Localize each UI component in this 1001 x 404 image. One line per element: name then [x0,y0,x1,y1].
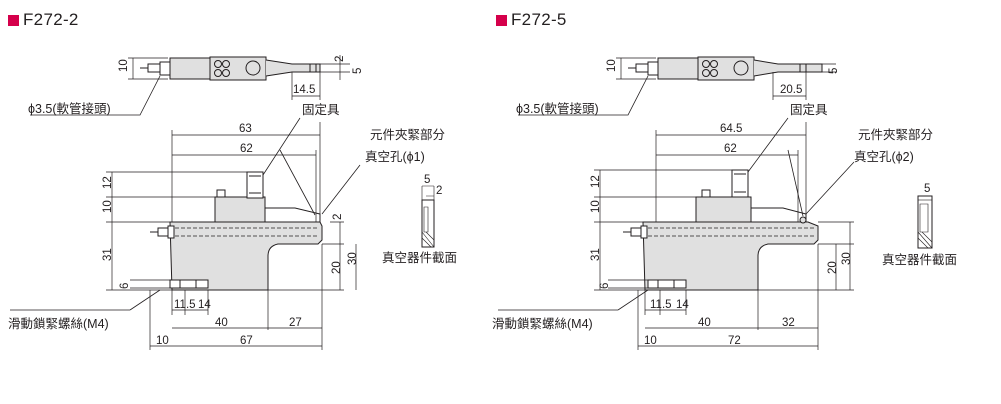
label-tube-connector: ϕ3.5(軟管接頭) [28,101,111,116]
dim-total: 72 [728,335,741,347]
dim-section-2: 2 [436,185,442,197]
dim-section-5: 5 [424,174,430,186]
label-vacuum-hole: 真空孔(ϕ2) [854,150,914,164]
dim-6: 6 [599,283,611,289]
dim-top-a: 2 [334,56,346,62]
dim-section-5: 5 [924,183,930,195]
dim-20: 20 [331,261,343,274]
label-fixture: 固定具 [302,102,340,117]
label-clamp-part: 元件夾緊部分 [858,127,933,142]
dim-right: 27 [289,317,302,329]
dim-11-5: 11.5 [174,299,196,311]
section-view [917,195,933,249]
dim-40: 40 [215,317,228,329]
dim-top-length: 20.5 [780,84,802,96]
label-section: 真空器件截面 [382,251,457,265]
front-view [10,117,361,350]
dim-top-height: 10 [118,59,130,72]
dim-63: 63 [239,123,252,135]
dim-20: 20 [827,261,839,274]
dim-31: 31 [102,248,114,261]
dim-30: 30 [841,252,853,265]
dim-top-length: 14.5 [293,84,315,96]
label-clamp-part: 元件夾緊部分 [370,127,445,142]
top-view [30,55,350,116]
dim-14: 14 [198,299,211,311]
dim-12: 12 [102,176,114,189]
dim-top-height: 10 [606,59,618,72]
dim-left-10: 10 [156,335,169,347]
dim-62: 62 [724,143,737,155]
dim-top-b: 5 [828,68,840,74]
dim-14: 14 [676,299,689,311]
dim-top-b: 5 [352,68,364,74]
label-fixture: 固定具 [790,102,828,117]
diagram-f272-2: F272-2 [0,0,500,404]
diagram-title: F272-5 [496,10,567,30]
dim-11-5: 11.5 [650,299,672,311]
dim-left-10: 10 [644,335,657,347]
top-view [518,56,836,116]
dim-30: 30 [347,252,359,265]
technical-drawing: 10 20.5 5 ϕ3.5(軟管接頭) 固定具 64.5 62 元件夾緊部分 … [492,56,957,350]
dim-total: 67 [240,335,253,347]
label-slide-screw: 滑動鎖緊螺絲(M4) [8,316,109,331]
dim-40: 40 [698,317,711,329]
label-tube-connector: ϕ3.5(軟管接頭) [516,101,599,116]
dim-6: 6 [119,283,131,289]
dim-10: 10 [102,200,114,213]
red-square-icon [8,14,19,26]
label-slide-screw: 滑動鎖緊螺絲(M4) [492,316,593,331]
label-vacuum-hole: 真空孔(ϕ1) [365,150,425,164]
title-text: F272-2 [23,10,79,29]
front-view [498,117,855,350]
dim-64-5: 64.5 [720,123,742,135]
title-text: F272-5 [511,10,567,29]
dim-2: 2 [332,214,344,220]
technical-drawing: 10 14.5 2 5 ϕ3.5(軟管接頭) 固定具 63 62 元件夾緊部分 … [8,55,457,350]
red-square-icon [496,14,507,26]
dim-10: 10 [590,200,602,213]
diagram-title: F272-2 [8,10,79,30]
dim-12: 12 [590,175,602,188]
section-view [421,185,435,248]
dim-62: 62 [240,143,253,155]
diagram-f272-5: F272-5 [488,0,988,404]
dim-right: 32 [782,317,795,329]
label-section: 真空器件截面 [882,253,957,267]
dim-31: 31 [590,248,602,261]
